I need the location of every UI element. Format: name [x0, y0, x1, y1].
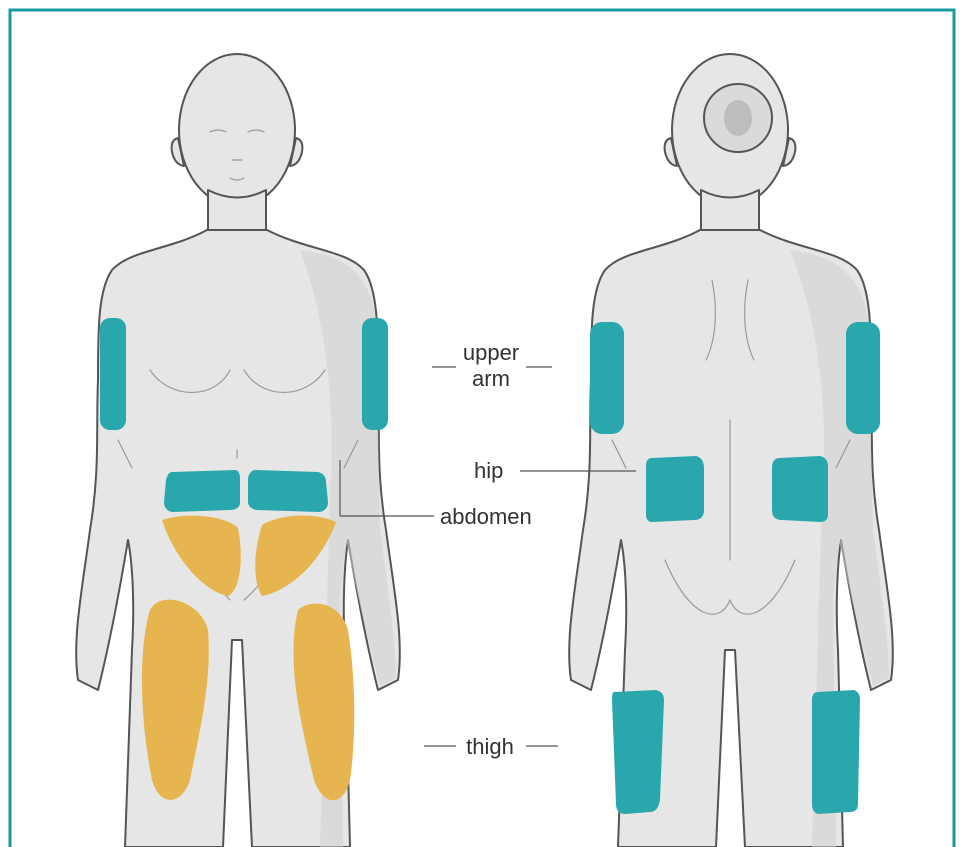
back-thigh-site-right — [812, 690, 860, 814]
front-left-upper-arm-site — [100, 318, 126, 430]
label-upper-arm: upper arm — [432, 340, 552, 391]
back-thigh-sites — [612, 690, 860, 814]
back-thigh-site-left — [612, 690, 664, 814]
abdomen-site-left — [164, 470, 240, 512]
hip-text: hip — [474, 458, 503, 483]
label-thigh: thigh — [424, 734, 558, 759]
back-right-upper-arm-site — [846, 322, 880, 434]
upper-arm-text-1: upper — [463, 340, 519, 365]
hip-site-left — [646, 456, 704, 522]
abdomen-text: abdomen — [440, 504, 532, 529]
hip-site-right — [772, 456, 828, 522]
front-right-upper-arm-site — [362, 318, 388, 430]
thigh-text: thigh — [466, 734, 514, 759]
abdomen-site-right — [248, 470, 328, 512]
back-left-upper-arm-site — [590, 322, 624, 434]
upper-arm-text-2: arm — [472, 366, 510, 391]
